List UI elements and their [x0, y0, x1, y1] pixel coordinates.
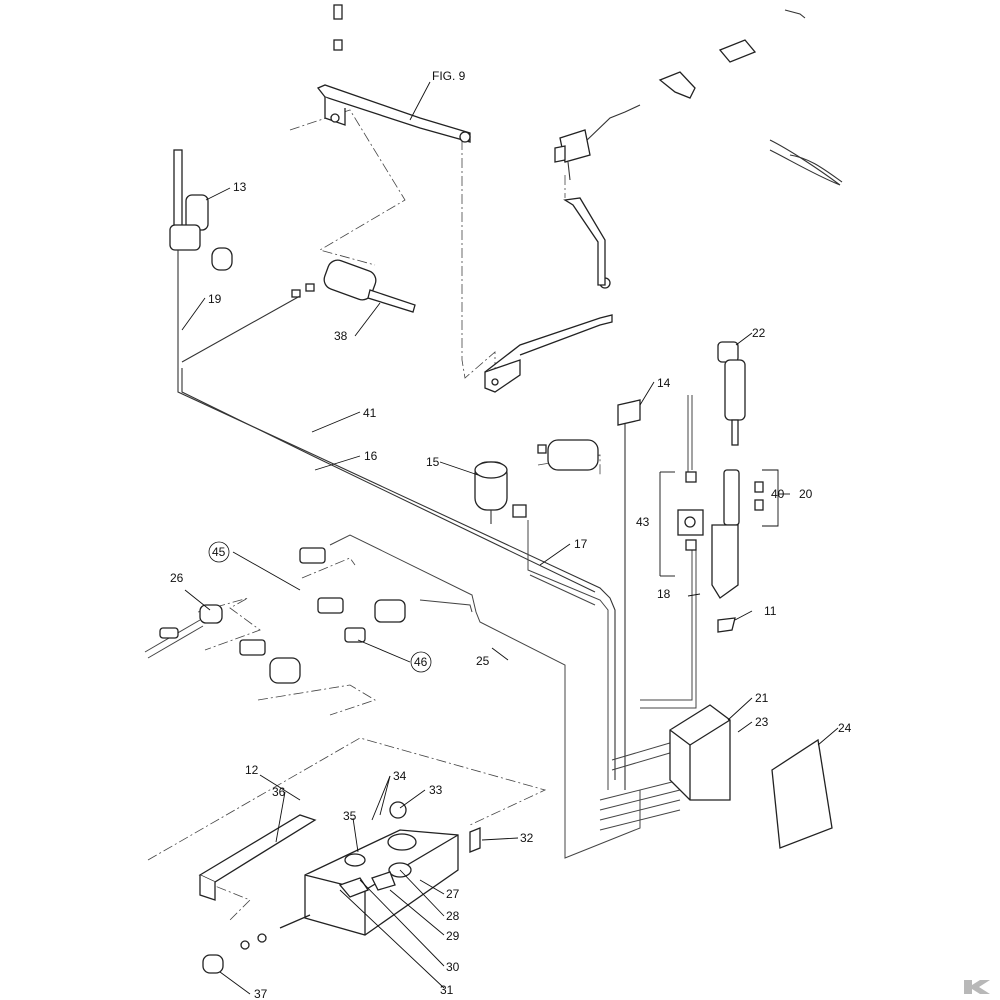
label-22: 22 — [752, 326, 766, 340]
label-38: 38 — [334, 329, 348, 343]
label-18: 18 — [657, 587, 671, 601]
label-37: 37 — [254, 987, 268, 1000]
label-46: 46 — [414, 655, 428, 669]
label-14: 14 — [657, 376, 671, 390]
label-29: 29 — [446, 929, 460, 943]
label-24: 24 — [838, 721, 852, 735]
label-34: 34 — [393, 769, 407, 783]
control-box — [669, 704, 731, 801]
label-21: 21 — [755, 691, 769, 705]
connector-group — [144, 547, 406, 684]
label-32: 32 — [520, 831, 534, 845]
wiring-harness — [177, 295, 697, 859]
label-35: 35 — [343, 809, 357, 823]
sensor-assembly — [169, 149, 233, 368]
valve-block — [677, 469, 764, 599]
cylinder-assembly — [717, 341, 746, 446]
label-26: 26 — [170, 571, 184, 585]
label-33: 33 — [429, 783, 443, 797]
label-45-ring — [208, 541, 230, 563]
label-28: 28 — [446, 909, 460, 923]
label-17: 17 — [574, 537, 588, 551]
spring-bracket-group — [554, 9, 843, 186]
callout-labels: FIG. 9 13 19 38 41 16 15 14 22 43 40 20 … — [170, 69, 852, 1000]
logo-mark — [964, 980, 990, 994]
clip-part — [617, 399, 641, 426]
label-40: 40 — [771, 487, 785, 501]
label-46-ring — [410, 651, 432, 673]
solenoid-valve — [474, 461, 527, 524]
label-25: 25 — [476, 654, 490, 668]
mounting-bracket — [198, 814, 317, 901]
control-console — [304, 801, 459, 936]
knob-assembly — [202, 914, 311, 974]
label-30: 30 — [446, 960, 460, 974]
label-19: 19 — [208, 292, 222, 306]
assembly-dash-lines — [147, 109, 601, 921]
label-36: 36 — [272, 785, 286, 799]
label-41: 41 — [363, 406, 377, 420]
label-20: 20 — [799, 487, 813, 501]
label-plate — [469, 827, 481, 853]
label-31: 31 — [440, 983, 454, 997]
clip-11 — [717, 617, 736, 633]
linkage-assembly — [316, 4, 613, 393]
label-27: 27 — [446, 887, 460, 901]
label-11: 11 — [764, 604, 777, 618]
label-12: 12 — [245, 763, 259, 777]
connector-detail — [537, 439, 599, 471]
label-43: 43 — [636, 515, 650, 529]
plate-panel — [771, 738, 833, 849]
brand-logo — [960, 978, 994, 996]
actuator — [291, 259, 416, 313]
label-45: 45 — [212, 545, 226, 559]
label-16: 16 — [364, 449, 378, 463]
label-15: 15 — [426, 455, 440, 469]
figure-reference: FIG. 9 — [432, 69, 466, 83]
label-13: 13 — [233, 180, 247, 194]
label-23: 23 — [755, 715, 769, 729]
leader-lines — [181, 81, 839, 995]
